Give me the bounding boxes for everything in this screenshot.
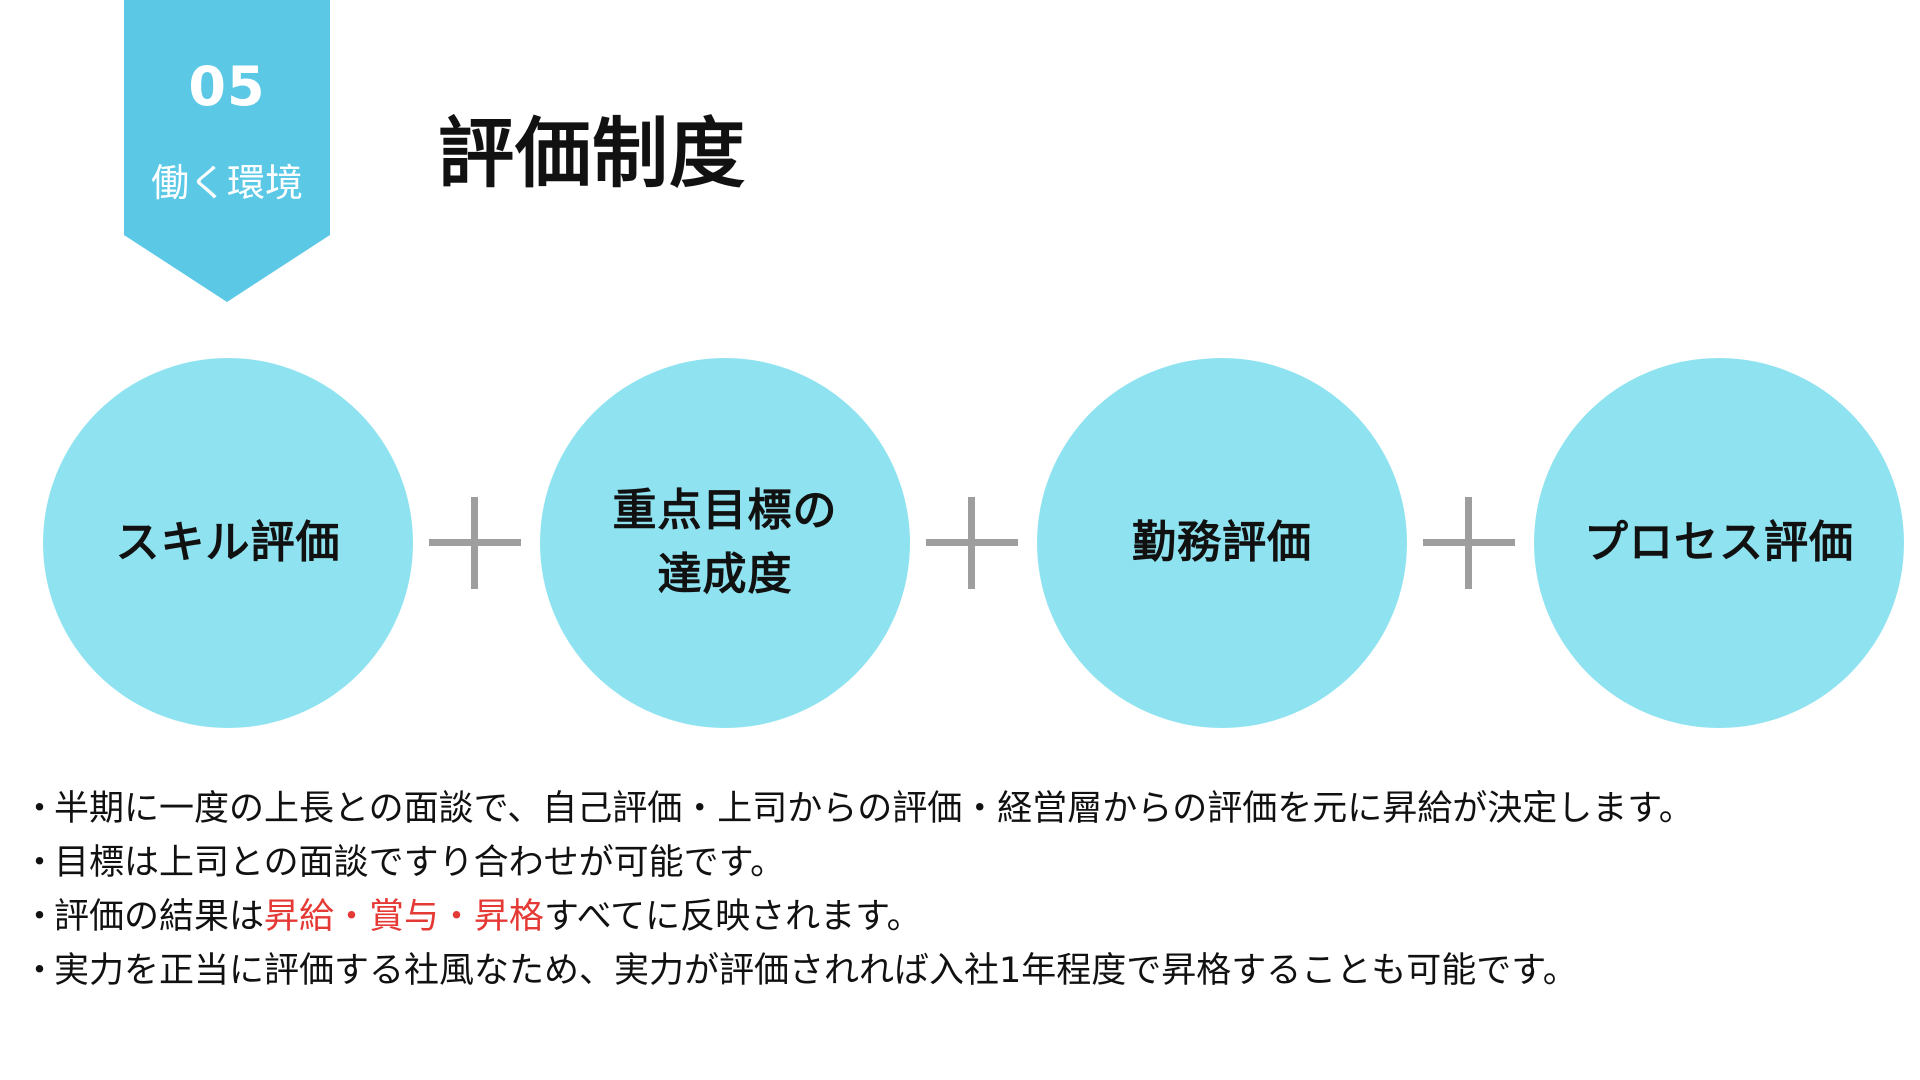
list-item: ・実力を正当に評価する社風なため、実力が評価されれば入社1年程度で昇格することも… [22,944,1902,998]
bullet-text: すべてに反映されます。 [544,897,922,937]
circle-skill-evaluation: スキル評価 [43,358,413,728]
plus-icon [926,497,1018,589]
bullet-marker: ・ [22,951,58,991]
bullet-text: 実力を正当に評価する社風なため、実力が評価されれば入社1年程度で昇格することも可… [54,951,1578,991]
list-item: ・評価の結果は昇給・賞与・昇格すべてに反映されます。 [22,890,1902,944]
section-tag-shape [124,0,330,302]
circle-label: 勤務評価 [1132,511,1312,575]
circle-label-line: 達成度 [657,549,793,600]
highlighted-text: 昇給・賞与・昇格 [264,897,545,937]
bullet-marker: ・ [22,897,58,937]
bullet-text: 半期に一度の上長との面談で、自己評価・上司からの評価・経営層からの評価を元に昇給… [54,789,1694,829]
circle-goal-achievement: 重点目標の 達成度 [540,358,910,728]
circle-label-line: プロセス評価 [1584,517,1854,569]
circle-process-evaluation: プロセス評価 [1534,358,1904,728]
section-number: 05 [188,55,266,118]
circle-label: スキル評価 [116,511,341,575]
circle-label-line: スキル評価 [115,517,341,569]
bullet-text: 評価の結果は [54,897,265,937]
plus-icon [1423,497,1515,589]
circle-label: プロセス評価 [1584,511,1854,575]
circle-label-line: 勤務評価 [1132,517,1312,569]
page-title: 評価制度 [438,109,746,198]
section-label: 働く環境 [150,161,303,205]
plus-icon [429,497,521,589]
bullet-marker: ・ [22,789,58,829]
bullet-text: 目標は上司との面談ですり合わせが可能です。 [54,843,786,883]
circle-label: 重点目標の 達成度 [613,479,838,607]
list-item: ・半期に一度の上長との面談で、自己評価・上司からの評価・経営層からの評価を元に昇… [22,782,1902,836]
section-tag: 05 働く環境 [124,0,330,302]
bullet-marker: ・ [22,843,58,883]
list-item: ・目標は上司との面談ですり合わせが可能です。 [22,836,1902,890]
circle-label-line: 重点目標の [612,485,838,537]
bullet-list: ・半期に一度の上長との面談で、自己評価・上司からの評価・経営層からの評価を元に昇… [22,782,1902,998]
circle-attendance-evaluation: 勤務評価 [1037,358,1407,728]
